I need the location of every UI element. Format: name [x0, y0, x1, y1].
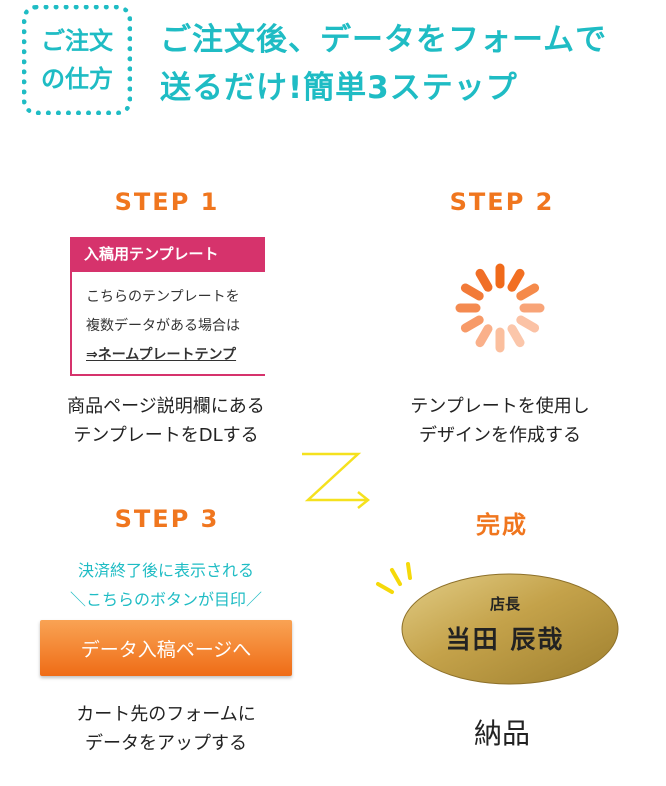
nameplate-name: 当田 辰哉 [445, 625, 565, 654]
step2-title: STEP 2 [449, 188, 555, 216]
page-headline: ご注文後、データをフォームで 送るだけ!簡単3ステップ [160, 16, 640, 112]
step2-desc-line2: デザインを作成する [419, 425, 581, 446]
step3-title: STEP 3 [114, 505, 220, 533]
step1-description: 商品ページ説明欄にある テンプレートをDLする [16, 392, 316, 450]
button-note-line2: ＼こちらのボタンが目印／ [69, 590, 262, 609]
step2-desc-line1: テンプレートを使用し [410, 396, 590, 417]
step1-desc-line1: 商品ページ説明欄にある [67, 396, 265, 417]
template-link[interactable]: ⇒ネームプレートテンプ [86, 347, 237, 363]
badge-line2: の仕方 [41, 65, 113, 93]
loading-spinner-icon [455, 263, 545, 353]
button-note: 決済終了後に表示される ＼こちらのボタンが目印／ [40, 556, 292, 614]
template-card-line1: こちらのテンプレートを [86, 289, 240, 305]
sparkle-icon [376, 562, 412, 594]
step1-desc-line2: テンプレートをDLする [73, 425, 259, 446]
badge-line1: ご注文 [41, 27, 113, 55]
complete-title: 完成 [476, 511, 528, 539]
headline-line2: 送るだけ!簡単3ステップ [160, 70, 518, 106]
data-submit-page-button[interactable]: データ入稿ページへ [40, 620, 292, 676]
nameplate-image [376, 562, 619, 685]
complete-label: 納品 [473, 717, 530, 750]
order-method-badge: ご注文 の仕方 [22, 5, 132, 115]
template-card-body: こちらのテンプレートを 複数データがある場合は ⇒ネームプレートテンプ [70, 272, 265, 376]
zigzag-arrow-icon [302, 452, 371, 509]
step3-description: カート先のフォームに データをアップする [16, 700, 316, 758]
nameplate-title: 店長 [489, 595, 520, 613]
template-card-line2: 複数データがある場合は [86, 318, 240, 334]
template-card: 入稿用テンプレート こちらのテンプレートを 複数データがある場合は ⇒ネームプレ… [70, 237, 265, 380]
button-note-line1: 決済終了後に表示される [77, 561, 254, 580]
step1-title: STEP 1 [114, 188, 220, 216]
template-card-header: 入稿用テンプレート [70, 237, 265, 272]
headline-line1: ご注文後、データをフォームで [160, 22, 608, 58]
step3-desc-line2: データをアップする [85, 733, 247, 754]
step2-description: テンプレートを使用し デザインを作成する [350, 392, 650, 450]
step3-desc-line1: カート先のフォームに [76, 704, 256, 725]
